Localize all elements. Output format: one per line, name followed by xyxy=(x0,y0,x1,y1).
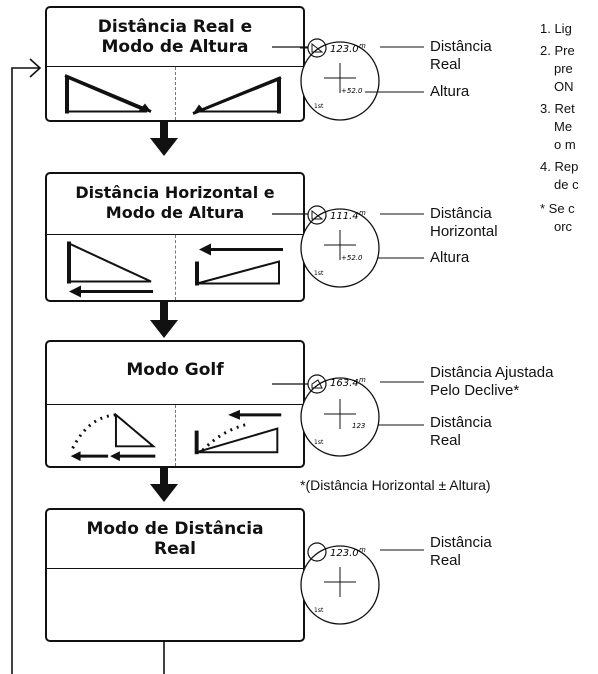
display-indicator: 1st xyxy=(314,607,324,614)
mode-box-golf: Modo Golf xyxy=(45,340,305,468)
viewfinder-display: 123.0 m +52.0 1st xyxy=(300,38,380,121)
display-secondary-value: +52.0 xyxy=(341,254,363,262)
display-indicator: 1st xyxy=(314,439,324,446)
footnote: *(Distância Horizontal ± Altura) xyxy=(300,477,491,493)
mode-icons xyxy=(47,568,303,640)
mode-title: Distância Horizontal e Modo de Altura xyxy=(75,183,275,222)
display-main-value: 163.4 xyxy=(330,378,359,389)
instruction-1: 1. Lig xyxy=(540,21,572,36)
mode-icons xyxy=(47,234,303,300)
label-height: Altura xyxy=(430,83,470,100)
display-unit: m xyxy=(359,209,366,217)
display-secondary-value: 123 xyxy=(352,422,365,430)
display-main-value: 123.0 xyxy=(330,44,359,55)
down-arrow-icon xyxy=(150,300,178,338)
instruction-2: 2. Pre pre ON xyxy=(540,43,575,94)
display-main-value: 123.0 xyxy=(330,548,359,559)
viewfinder-display: 163.4 m 123 1st xyxy=(300,374,380,457)
mode-title: Distância Real e Modo de Altura xyxy=(97,17,253,57)
display-unit: m xyxy=(359,546,366,554)
display-secondary-value: +52.0 xyxy=(341,87,363,95)
target-circle-icon xyxy=(307,205,327,225)
down-arrow-icon xyxy=(150,118,178,156)
horizontal-distance-icon xyxy=(67,241,283,298)
golf-mode-icon xyxy=(70,409,282,462)
instruction-4: 4. Rep de c xyxy=(540,159,579,192)
display-unit: m xyxy=(359,376,366,384)
display-indicator: 1st xyxy=(314,103,324,110)
display-unit: m xyxy=(359,42,366,50)
mode-box-horizontal-distance-height: Distância Horizontal e Modo de Altura xyxy=(45,172,305,302)
display-main-value: 111.4 xyxy=(330,211,359,222)
mode-box-actual-distance: Modo de Distância Real xyxy=(45,508,305,642)
mode-title: Modo de Distância Real xyxy=(86,519,264,559)
mode-icons xyxy=(47,66,303,120)
mode-box-actual-distance-height: Distância Real e Modo de Altura xyxy=(45,6,305,122)
target-circle-icon xyxy=(307,374,327,394)
instruction-3: 3. Ret Me o m xyxy=(540,101,576,152)
viewfinder-display: 111.4 m +52.0 1st xyxy=(300,205,380,288)
mode-title: Modo Golf xyxy=(126,360,224,380)
note: * Se c orc xyxy=(540,201,575,234)
down-arrow-icon xyxy=(150,464,178,502)
viewfinder-display: 123.0 m 1st xyxy=(300,542,380,625)
display-indicator: 1st xyxy=(314,270,324,277)
mode-icons xyxy=(47,404,303,466)
label-height: Altura xyxy=(430,249,470,266)
slope-distance-icon xyxy=(64,74,282,115)
target-circle-icon xyxy=(307,542,327,562)
